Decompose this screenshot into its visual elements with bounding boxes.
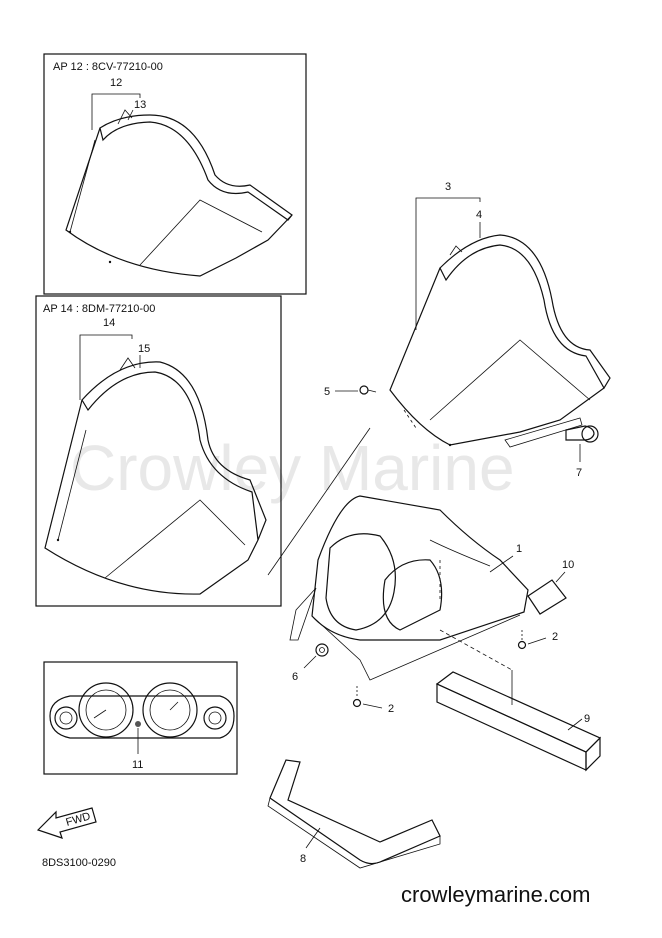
- main-windshield: 3 4: [389, 181, 611, 448]
- foam-part-8: 8: [267, 759, 441, 869]
- callout-14: 14: [103, 317, 115, 329]
- callout-1: 1: [516, 543, 522, 555]
- cowling-part-1: 1: [289, 495, 529, 681]
- callout-15: 15: [138, 343, 150, 355]
- watermark-text: Crowley Marine: [70, 432, 515, 504]
- windshield-option-14-box: AP 14 : 8DM-77210-00 14 15: [35, 295, 282, 607]
- bolt-part-2-lower: 2: [352, 686, 394, 715]
- callout-12: 12: [110, 77, 122, 89]
- windshield-option-12-box: AP 12 : 8CV-77210-00 12 13: [43, 53, 307, 295]
- callout-5: 5: [324, 386, 330, 398]
- fwd-label: FWD: [65, 810, 92, 828]
- foam-part-9: 9: [435, 629, 602, 772]
- callout-2-right: 2: [552, 631, 558, 643]
- gauge-cluster-box: 11: [43, 661, 238, 775]
- callout-8: 8: [300, 853, 306, 865]
- site-url: crowleymarine.com: [401, 882, 591, 907]
- callout-3: 3: [445, 181, 451, 193]
- callout-7: 7: [576, 467, 582, 479]
- fwd-arrow-icon: FWD: [36, 807, 97, 839]
- ap12-label: AP 12 : 8CV-77210-00: [53, 61, 163, 73]
- diagram-code: 8DS3100-0290: [42, 857, 116, 869]
- callout-2-lower: 2: [388, 703, 394, 715]
- callout-9: 9: [584, 713, 590, 725]
- screw-part-5: 5: [324, 385, 377, 398]
- callout-6: 6: [292, 671, 298, 683]
- callout-10: 10: [562, 559, 574, 571]
- callout-13: 13: [134, 99, 146, 111]
- callout-4: 4: [476, 209, 482, 221]
- ap14-label: AP 14 : 8DM-77210-00: [43, 303, 155, 315]
- callout-11: 11: [132, 759, 143, 771]
- bolt-part-2-right: 2: [517, 630, 558, 650]
- clip-part-7: 7: [565, 425, 599, 479]
- nut-part-6: 6: [292, 643, 329, 683]
- label-part-10: 10: [527, 559, 574, 615]
